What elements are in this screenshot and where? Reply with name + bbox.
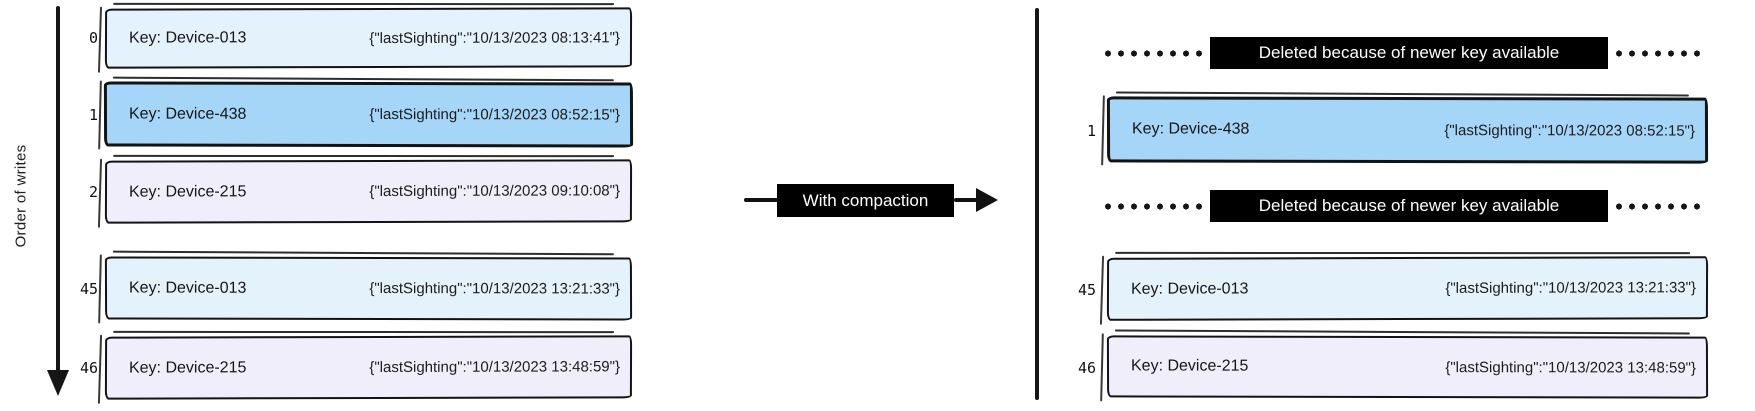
record-row: Key: Device-013 {"lastSighting":"10/13/2… <box>104 256 633 321</box>
compaction-arrow-tail <box>744 198 778 202</box>
record-index: 1 <box>1086 122 1096 140</box>
record-key: Key: Device-215 <box>128 182 247 201</box>
record-key: Key: Device-013 <box>128 29 247 47</box>
record-index: 1 <box>88 106 98 124</box>
record-key: Key: Device-215 <box>128 358 247 377</box>
record-row: Key: Device-215 {"lastSighting":"10/13/2… <box>1106 335 1709 399</box>
record-value: {"lastSighting":"10/13/2023 13:21:33"} <box>369 280 621 298</box>
compaction-arrow-shaft <box>954 198 978 202</box>
record-index: 45 <box>1077 281 1096 299</box>
record-key: Key: Device-013 <box>1130 279 1249 298</box>
compacted-log-axis-line <box>1035 8 1039 400</box>
deleted-badge: Deleted because of newer key available <box>1210 37 1608 69</box>
order-of-writes-axis-line <box>56 6 60 372</box>
record-row-highlighted: Key: Device-438 {"lastSighting":"10/13/2… <box>103 81 634 148</box>
record-value: {"lastSighting":"10/13/2023 08:52:15"} <box>1444 121 1696 140</box>
dotted-line <box>1613 50 1705 57</box>
record-row: Key: Device-215 {"lastSighting":"10/13/2… <box>104 335 633 400</box>
right-arrow-icon <box>976 188 998 212</box>
record-index: 2 <box>88 183 98 201</box>
record-index: 0 <box>88 29 98 47</box>
record-key: Key: Device-438 <box>128 104 247 123</box>
record-value: {"lastSighting":"10/13/2023 13:48:59"} <box>1445 358 1697 377</box>
record-value: {"lastSighting":"10/13/2023 08:52:15"} <box>369 106 621 124</box>
record-value: {"lastSighting":"10/13/2023 13:48:59"} <box>369 358 621 376</box>
down-arrow-icon <box>47 370 69 396</box>
record-row: Key: Device-013 {"lastSighting":"10/13/2… <box>1106 256 1709 321</box>
record-row-highlighted: Key: Device-438 {"lastSighting":"10/13/2… <box>1106 96 1709 164</box>
compaction-arrow-label: With compaction <box>777 184 954 217</box>
record-index: 45 <box>79 280 98 298</box>
record-index: 46 <box>79 359 98 377</box>
dotted-line <box>1102 50 1206 57</box>
record-key: Key: Device-438 <box>1131 120 1250 138</box>
deleted-badge: Deleted because of newer key available <box>1210 190 1608 222</box>
record-key: Key: Device-013 <box>128 278 247 297</box>
record-value: {"lastSighting":"10/13/2023 13:21:33"} <box>1445 279 1697 297</box>
record-row: Key: Device-215 {"lastSighting":"10/13/2… <box>104 159 633 224</box>
record-row: Key: Device-013 {"lastSighting":"10/13/2… <box>104 7 633 69</box>
dotted-line <box>1102 203 1206 210</box>
order-of-writes-label: Order of writes <box>12 144 30 248</box>
record-index: 46 <box>1077 359 1096 377</box>
record-value: {"lastSighting":"10/13/2023 08:13:41"} <box>369 28 621 47</box>
dotted-line <box>1613 203 1705 210</box>
record-value: {"lastSighting":"10/13/2023 09:10:08"} <box>369 182 621 200</box>
record-key: Key: Device-215 <box>1130 357 1249 375</box>
